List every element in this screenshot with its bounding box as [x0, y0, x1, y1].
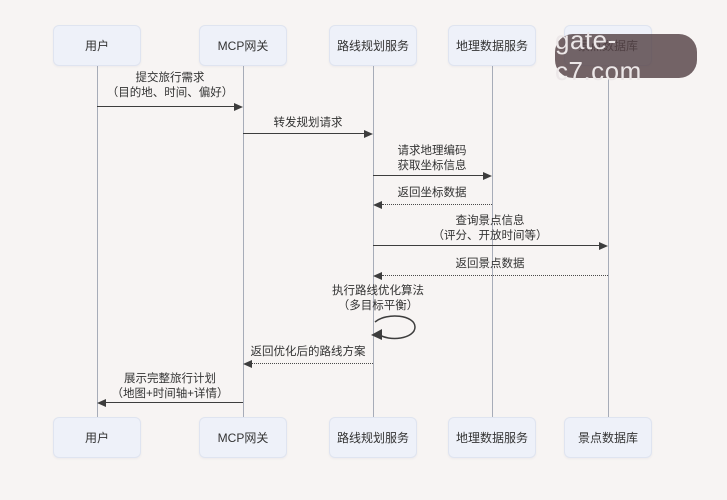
watermark-badge: gate-c7.com: [555, 25, 697, 86]
actor-mcp-gateway-bottom: MCP网关: [199, 417, 287, 458]
message-line1: 提交旅行需求: [135, 72, 205, 84]
lifeline-mcp-gateway: [242, 66, 244, 417]
arrowhead-right-icon: [234, 103, 243, 111]
message-label-run-optimization: 执行路线优化算法 （多目标平衡）: [332, 284, 424, 314]
arrowhead-right-icon: [483, 172, 492, 180]
message-line-query-poi: [373, 245, 599, 246]
message-label-return-optimized-route: 返回优化后的路线方案: [251, 345, 366, 360]
message-line1: 转发规划请求: [273, 117, 343, 129]
message-line1: 展示完整旅行计划: [124, 373, 216, 385]
message-line-request-geocoding: [373, 175, 483, 176]
arrowhead-right-icon: [364, 130, 373, 138]
message-line2: 获取坐标信息: [397, 160, 467, 172]
message-line1: 执行路线优化算法: [332, 285, 424, 297]
actor-user-top: 用户: [53, 25, 141, 66]
arrowhead-left-icon: [97, 399, 106, 407]
message-line-show-travel-plan: [106, 402, 243, 403]
message-line1: 返回景点数据: [455, 258, 525, 270]
arrowhead-left-icon: [373, 201, 382, 209]
lifeline-user: [96, 66, 98, 417]
message-label-return-coordinates: 返回坐标数据: [398, 186, 467, 201]
message-line2: （评分、开放时间等）: [432, 230, 548, 242]
message-line2: （地图+时间轴+详情）: [111, 388, 229, 400]
message-line1: 返回坐标数据: [397, 187, 467, 199]
lifeline-geo-data-service: [491, 66, 493, 417]
actor-geo-data-service-bottom: 地理数据服务: [448, 417, 536, 458]
message-line2: （多目标平衡）: [337, 300, 419, 312]
lifeline-poi-database: [607, 66, 609, 417]
message-label-submit-request: 提交旅行需求 （目的地、时间、偏好）: [107, 71, 234, 101]
self-loop-arrow-icon: [371, 315, 416, 340]
message-line2: （目的地、时间、偏好）: [106, 87, 234, 99]
message-label-request-geocoding: 请求地理编码 获取坐标信息: [398, 144, 467, 174]
actor-geo-data-service-top: 地理数据服务: [448, 25, 536, 66]
arrowhead-left-icon: [243, 360, 252, 368]
message-label-show-travel-plan: 展示完整旅行计划 （地图+时间轴+详情）: [112, 372, 229, 402]
message-line1: 请求地理编码: [397, 145, 467, 157]
message-line-forward-request: [243, 133, 364, 134]
message-label-return-poi-data: 返回景点数据: [456, 257, 525, 272]
watermark-text: gate-c7.com: [555, 25, 642, 86]
arrowhead-right-icon: [599, 242, 608, 250]
actor-route-planning-service-bottom: 路线规划服务: [329, 417, 417, 458]
lifeline-route-planning-service: [372, 66, 374, 417]
actor-user-bottom: 用户: [53, 417, 141, 458]
message-label-query-poi: 查询景点信息 （评分、开放时间等）: [433, 214, 548, 244]
message-line-return-optimized-route: [252, 363, 373, 364]
message-line-return-poi-data: [382, 275, 608, 276]
message-label-forward-request: 转发规划请求: [274, 116, 343, 131]
message-line-return-coordinates: [382, 204, 492, 205]
actor-route-planning-service-top: 路线规划服务: [329, 25, 417, 66]
arrowhead-left-icon: [373, 272, 382, 280]
message-line-submit-request: [97, 106, 236, 107]
actor-poi-database-bottom: 景点数据库: [564, 417, 652, 458]
message-line1: 查询景点信息: [455, 215, 525, 227]
actor-mcp-gateway-top: MCP网关: [199, 25, 287, 66]
message-line1: 返回优化后的路线方案: [250, 346, 366, 358]
